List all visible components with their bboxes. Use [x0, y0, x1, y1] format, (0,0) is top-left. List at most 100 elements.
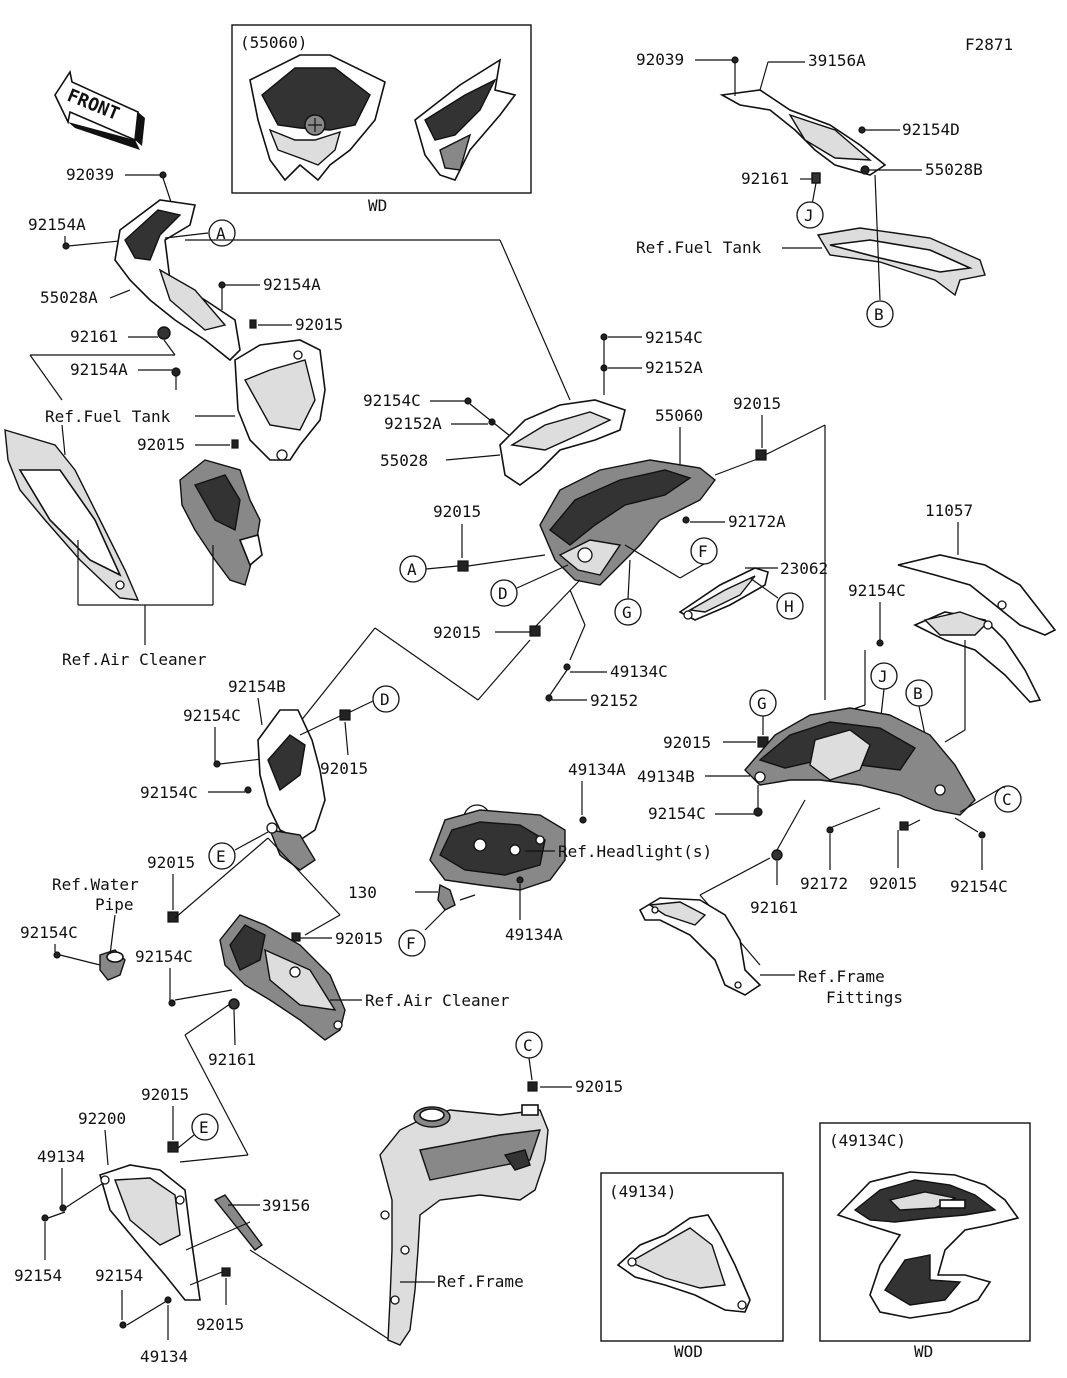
callout-G-center-letter: G — [622, 603, 632, 622]
pn-92200-1: 49134 — [37, 1147, 85, 1166]
pn-92154A-3: 92154A — [70, 360, 128, 379]
pn-92154-2: 92154 — [95, 1266, 143, 1285]
callout-G-right-letter: G — [757, 694, 767, 713]
pn-49134B: 49134B — [637, 767, 695, 786]
pn-92154C-c2: 92154C — [363, 391, 421, 410]
pn-23062: 23062 — [780, 559, 828, 578]
callout-B-top-letter: B — [874, 305, 884, 324]
ref-frame-fittings-2: Fittings — [826, 988, 903, 1007]
bracket-39156 — [213, 1194, 263, 1251]
pn-92161-right: 92161 — [750, 898, 798, 917]
side-cover-wd — [836, 1171, 1020, 1319]
ref-frame-fittings-1: Ref.Frame — [798, 967, 885, 986]
inset-box-55060 — [231, 24, 532, 194]
pn-55028B: 55028B — [925, 160, 983, 179]
upper-side-cover-49134C — [897, 554, 1057, 703]
callout-E-bottom — [191, 1113, 219, 1141]
ref-frame: Ref.Frame — [437, 1272, 524, 1291]
tank-side-cover-39156A — [719, 89, 887, 176]
water-pipe-ref — [99, 949, 126, 981]
pn-92015-r1: 92015 — [663, 733, 711, 752]
callout-F-headlight — [398, 929, 426, 957]
callout-C-right — [994, 785, 1022, 813]
callout-F-headlight-letter: F — [406, 934, 416, 953]
ref-water-pipe-1: Ref.Water — [52, 875, 139, 894]
callout-C-right-letter: C — [1002, 790, 1012, 809]
ref-fuel-tank-top: Ref.Fuel Tank — [636, 238, 762, 257]
pn-92015-c2: 92015 — [433, 502, 481, 521]
callout-E-left-letter: E — [216, 847, 226, 866]
pn-92015-b2: 92015 — [196, 1315, 244, 1334]
pn-49134C: 11057 — [925, 501, 973, 520]
pn-92154C-l2: 92154C — [140, 783, 198, 802]
cowl-side-view — [414, 58, 517, 181]
inset-caption-49134C: WD — [914, 1342, 933, 1361]
side-cover-wod — [616, 1214, 751, 1313]
callout-E-bottom-letter: E — [199, 1118, 209, 1137]
side-cover-55028A — [114, 199, 241, 362]
inset-code-55060: (55060) — [240, 33, 307, 52]
upper-cowl-55060 — [539, 459, 716, 586]
pn-39156A: 39156A — [808, 51, 866, 70]
figure-code: F2871 — [965, 35, 1013, 54]
ref-water-pipe-2: Pipe — [95, 895, 134, 914]
callout-J-top-letter: J — [804, 206, 814, 225]
callout-J-top — [796, 201, 824, 229]
inner-cover-55028 — [499, 399, 626, 486]
bracket-49134A — [257, 709, 326, 871]
callout-D-center — [490, 579, 518, 607]
side-panel-left — [4, 429, 140, 601]
ref-fuel-tank-left: Ref.Fuel Tank — [45, 407, 171, 426]
pn-92015-left2: 92015 — [137, 435, 185, 454]
pn-92154B: 92152 — [590, 691, 638, 710]
bracket-23062 — [678, 567, 769, 621]
pn-92154-1: 92154 — [14, 1266, 62, 1285]
callout-H-center-letter: H — [784, 597, 794, 616]
pn-92152: 49134C — [610, 662, 668, 681]
pn-130-1: 49134A — [568, 760, 626, 779]
pn-92154C-c1: 92154C — [645, 328, 703, 347]
lower-side-cover-49134 — [99, 1164, 201, 1301]
pn-92015-topleft: 92015 — [295, 315, 343, 334]
pn-92015-l1: 92015 — [320, 759, 368, 778]
pn-11057: 130 — [348, 883, 377, 902]
fuel-tank-ref-top — [816, 227, 986, 297]
pn-55060: 55060 — [655, 406, 703, 425]
air-cleaner-ref-left — [179, 459, 263, 586]
ref-air-cleaner-mid: Ref.Air Cleaner — [365, 991, 510, 1010]
pn-92015-r2: 92015 — [869, 874, 917, 893]
frame-ref — [379, 1104, 549, 1346]
pn-92015-b1: 92015 — [141, 1085, 189, 1104]
pn-92161-left: 92161 — [70, 327, 118, 346]
pn-92152A-c1: 92152A — [645, 358, 703, 377]
pn-49134A: 92154B — [228, 677, 286, 696]
pn-92039-top: 92039 — [636, 50, 684, 69]
pn-130-2: 49134A — [505, 925, 563, 944]
front-arrow-icon: FRONT — [54, 69, 145, 150]
callout-B-top — [866, 300, 894, 328]
pn-92172: 92172 — [800, 874, 848, 893]
pn-92161-top: 92161 — [741, 169, 789, 188]
callout-D-left — [372, 685, 400, 713]
callout-C-bottom-letter: C — [523, 1036, 533, 1055]
callout-D-center-letter: D — [498, 584, 508, 603]
callout-H-center — [776, 592, 804, 620]
fuel-tank-ref-left — [234, 339, 326, 461]
frame-fittings-ref — [638, 897, 762, 996]
pn-39156: 39156 — [262, 1196, 310, 1215]
inset-box-49134 — [600, 1172, 784, 1342]
inset-caption-55060: WD — [368, 196, 387, 215]
ref-headlights: Ref.Headlight(s) — [558, 842, 712, 861]
pn-92015-c3: 92015 — [433, 623, 481, 642]
pn-55028: 55028 — [380, 451, 428, 470]
pn-92161-left2: 92161 — [208, 1050, 256, 1069]
inset-code-49134C: (49134C) — [829, 1131, 906, 1150]
pn-92154C-l3: 92154C — [20, 923, 78, 942]
pn-92200-2: 49134 — [140, 1347, 188, 1366]
pn-92015-l3: 92015 — [335, 929, 383, 948]
callout-D-left-letter: D — [380, 690, 390, 709]
headlight-ref — [429, 809, 566, 891]
pn-92015-c1: 92015 — [733, 394, 781, 413]
inner-cowl-49134B — [744, 707, 976, 816]
